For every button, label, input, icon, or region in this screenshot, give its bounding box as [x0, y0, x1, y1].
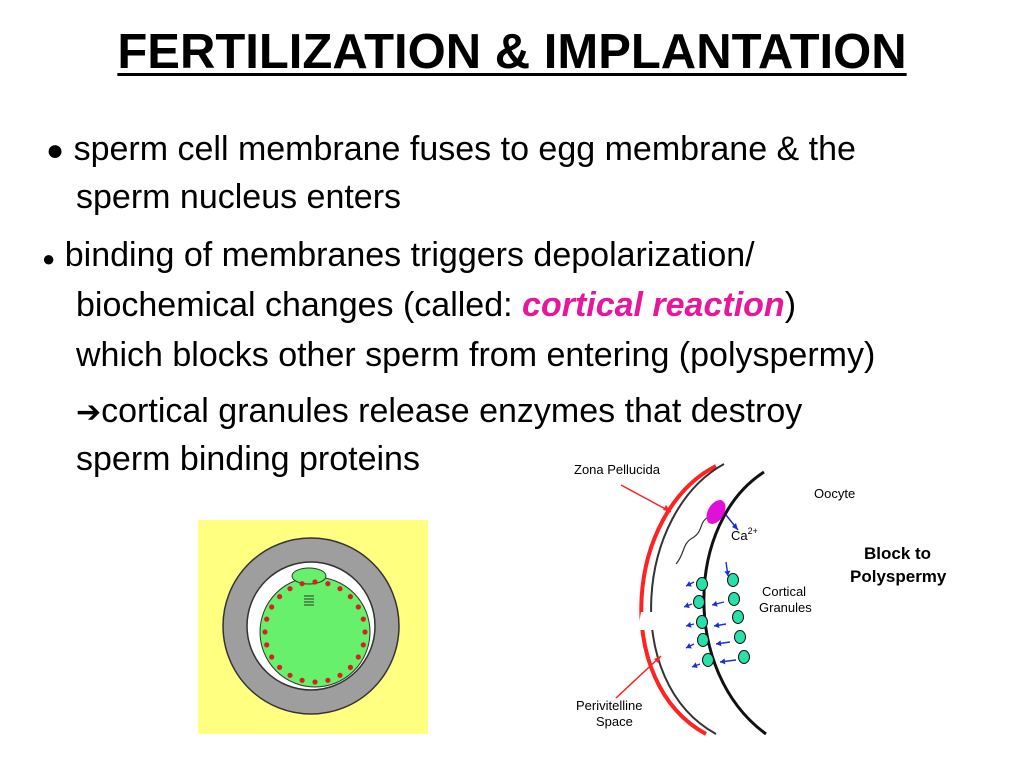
- red-granule-dot: [299, 581, 305, 587]
- calcium-arrow-head: [732, 523, 738, 530]
- sub-bullet-line-1: ➔cortical granules release enzymes that …: [76, 394, 802, 428]
- calcium-label-sup: 2+: [748, 526, 758, 536]
- cortical-granule: [696, 577, 708, 591]
- perivitelline-label-1: Perivitelline: [576, 698, 642, 713]
- slide-title-text: FERTILIZATION & IMPLANTATION: [117, 25, 907, 79]
- red-granule-dot: [347, 594, 353, 600]
- release-arrow-head: [692, 662, 698, 669]
- red-granule-dot: [269, 654, 275, 660]
- red-granule-dot: [337, 586, 343, 592]
- red-granule-dot: [287, 586, 293, 592]
- cortical-granule: [696, 615, 708, 629]
- red-granule-dot: [287, 672, 293, 678]
- red-granule-dot: [312, 679, 318, 685]
- calcium-label-text: Ca: [731, 528, 748, 543]
- perivitelline-pointer-head: [654, 656, 661, 663]
- red-granule-dot: [277, 664, 283, 670]
- bullet-2-line-2: biochemical changes (called: cortical re…: [76, 288, 796, 322]
- cortical-granules-group: [683, 561, 750, 669]
- zona-pointer-head: [663, 505, 671, 512]
- slide-title: FERTILIZATION & IMPLANTATION: [0, 28, 1024, 77]
- bullet-2-text-2-prefix: biochemical changes (called:: [76, 286, 523, 324]
- cortical-granule: [702, 653, 714, 667]
- release-arrow-head: [724, 570, 731, 576]
- perivitelline-pointer: [615, 655, 662, 699]
- perivitelline-label-2: Space: [596, 714, 633, 729]
- bullet-2-text-3: which blocks other sperm from entering (…: [76, 336, 876, 374]
- red-granule-dot: [360, 642, 366, 648]
- red-granule-dot: [360, 616, 366, 622]
- sub-bullet-text-2: sperm binding proteins: [76, 440, 420, 478]
- cortical-granule: [732, 610, 744, 624]
- right-arrow-icon: ➔: [76, 396, 102, 429]
- red-granule-dot: [325, 677, 331, 683]
- red-granule-dot: [347, 664, 353, 670]
- release-arrow-head: [716, 640, 722, 647]
- cortical-label-2: Granules: [759, 600, 812, 615]
- cortical-granule: [738, 650, 750, 664]
- red-granule-dot: [299, 677, 305, 683]
- zona-pointer: [620, 484, 672, 513]
- oocyte-label: Oocyte: [814, 486, 855, 501]
- bullet-2-line-3: which blocks other sperm from entering (…: [76, 338, 875, 372]
- cortical-reaction-highlight: cortical reaction: [522, 286, 785, 324]
- cortical-granule: [697, 633, 709, 647]
- red-granule-dot: [277, 594, 283, 600]
- zona-pellucida-outer-line: [639, 464, 717, 736]
- red-granule-dot: [362, 629, 368, 635]
- calcium-label: Ca2+: [731, 526, 758, 543]
- bullet-1-marker: ●: [46, 134, 65, 167]
- release-arrow-head: [686, 621, 692, 628]
- red-granule-dot: [355, 654, 361, 660]
- release-arrow-head: [720, 658, 726, 665]
- bullet-2-marker: ●: [42, 246, 56, 271]
- release-arrow-head: [686, 643, 692, 649]
- polar-body: [291, 567, 327, 585]
- cortical-granule: [693, 595, 705, 609]
- egg-cross-section-figure: [198, 520, 428, 734]
- cortical-granule: [734, 630, 746, 644]
- cortical-label-1: Cortical: [762, 584, 806, 599]
- red-granule-dot: [269, 604, 275, 610]
- red-granule-dot: [262, 629, 268, 635]
- egg-cytoplasm: [259, 576, 371, 688]
- zona-gap: [638, 612, 662, 630]
- release-arrow-head: [714, 622, 720, 629]
- cortical-granule: [727, 573, 739, 587]
- bullet-1-text-2: sperm nucleus enters: [76, 178, 402, 216]
- spindle-icon: [304, 595, 314, 606]
- block-label-1: Block to: [864, 544, 931, 563]
- cortical-granules-dots: [262, 579, 368, 685]
- sperm-head: [706, 500, 726, 524]
- bullet-1-line-2: sperm nucleus enters: [76, 180, 401, 214]
- red-granule-dot: [264, 642, 270, 648]
- release-arrow-head: [684, 602, 690, 609]
- red-granule-dot: [337, 672, 343, 678]
- cortical-granule: [728, 592, 740, 606]
- red-granule-dot: [312, 579, 318, 585]
- zona-pellucida-label: Zona Pellucida: [574, 462, 661, 477]
- zona-pellucida-inner-line: [650, 463, 725, 735]
- red-granule-dot: [264, 616, 270, 622]
- red-granule-dot: [325, 581, 331, 587]
- bullet-2-text-1: binding of membranes triggers depolariza…: [64, 236, 755, 274]
- polyspermy-block-figure: Zona Pellucida Oocyte Ca2+ Cortical Gran…: [574, 462, 947, 736]
- sperm-tail: [675, 515, 711, 565]
- sub-bullet-line-2: sperm binding proteins: [76, 442, 420, 476]
- sub-bullet-text-1: cortical granules release enzymes that d…: [101, 392, 803, 430]
- bullet-1-line-1: ● sperm cell membrane fuses to egg membr…: [46, 132, 856, 166]
- bullet-2-line-1: ● binding of membranes triggers depolari…: [42, 238, 755, 272]
- red-granule-dot: [355, 604, 361, 610]
- block-label-2: Polyspermy: [850, 567, 947, 586]
- release-arrow-head: [686, 581, 692, 587]
- bullet-1-text-1: sperm cell membrane fuses to egg membran…: [73, 130, 856, 168]
- release-arrow-head: [712, 600, 718, 607]
- bullet-2-text-2-suffix: ): [784, 286, 797, 324]
